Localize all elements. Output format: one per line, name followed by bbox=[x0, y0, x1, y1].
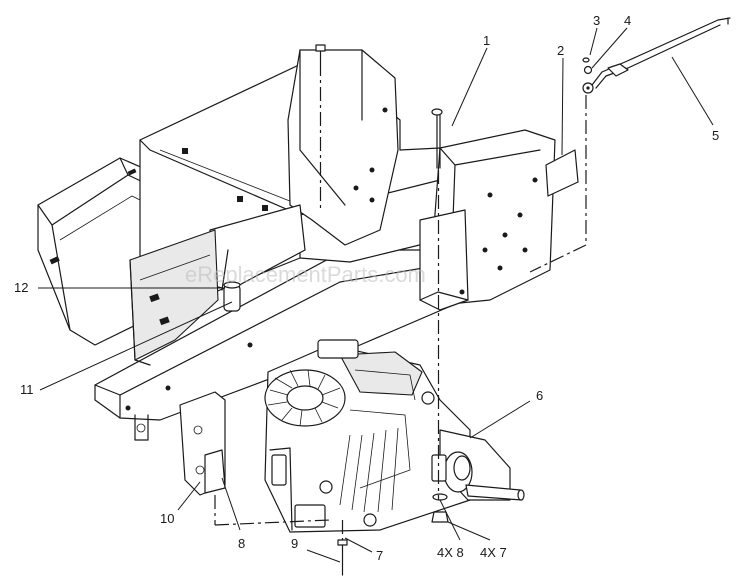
callout-8: 8 bbox=[238, 536, 245, 551]
callout-5: 5 bbox=[712, 128, 719, 143]
callout-6: 6 bbox=[536, 388, 543, 403]
hardware bbox=[204, 57, 590, 576]
callout-3: 3 bbox=[593, 13, 600, 28]
callout-10: 10 bbox=[160, 511, 174, 526]
transaxle bbox=[264, 339, 525, 533]
callout-7: 7 bbox=[376, 548, 383, 563]
callout-4: 4 bbox=[624, 13, 631, 28]
top-bolt bbox=[315, 44, 326, 63]
callout-4x8: 4X 8 bbox=[437, 545, 464, 560]
center-lines bbox=[214, 62, 587, 540]
decal-label bbox=[545, 149, 579, 197]
callout-9: 9 bbox=[291, 536, 298, 551]
callout-12: 12 bbox=[14, 280, 28, 295]
leader-lines bbox=[38, 27, 714, 563]
watermark-text: eReplacementParts.com bbox=[185, 262, 426, 287]
callout-4x7: 4X 7 bbox=[480, 545, 507, 560]
linkage-rod bbox=[582, 17, 731, 94]
callout-1: 1 bbox=[483, 33, 490, 48]
callout-labels: 1 2 3 4 5 6 7 8 9 10 11 12 4X 8 4X 7 bbox=[14, 13, 719, 563]
frame-assembly bbox=[37, 49, 556, 496]
callout-2: 2 bbox=[557, 43, 564, 58]
callout-11: 11 bbox=[20, 382, 34, 397]
long-bolt bbox=[431, 108, 443, 169]
